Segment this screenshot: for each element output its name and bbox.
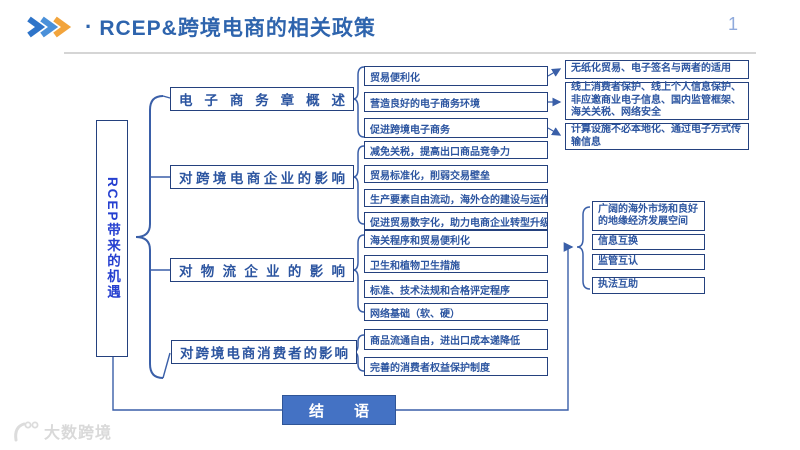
page-title: RCEP&跨境电商的相关政策 [99,17,376,40]
watermark: 大数跨境 [12,419,112,443]
child-node: 生产要素自由流动，海外仓的建设与运作 [364,189,548,207]
root-to-conclusion-line [112,357,282,411]
watermark-text: 大数跨境 [44,425,113,442]
child-node: 贸易标准化，削弱交易壁垒 [364,165,548,183]
child-node: 促进贸易数字化，助力电商企业转型升级 [364,212,548,230]
branch-node-ecommerce-chapter: 电子商务章概述 [170,87,354,111]
root-brace [135,95,164,379]
arrow-to-note-3 [547,127,562,136]
branch-label: 对跨境电商消费者的影响 [180,346,348,361]
child-node: 商品流通自由，进出口成本递降低 [364,329,548,350]
child-node: 网络基础（软、硬） [364,303,548,321]
note-box: 线上消费者保护、线上个人信息保护、非应邀商业电子信息、国内监管框架、海关关税、网… [565,82,749,120]
triple-chevron-icon [27,16,72,38]
branch-3-brace [352,234,365,313]
branch-label: 对跨境电商企业的影响 [179,171,345,186]
note-box: 广阔的海外市场和良好的地缘经济发展空间 [592,201,705,231]
dashu-logo-icon [14,421,39,442]
note-box: 无纸化贸易、电子签名与两者的适用 [565,60,749,79]
note-box: 监管互认 [592,254,705,270]
branch-1-brace [352,66,365,138]
conclusion-to-notes-line [396,242,574,411]
right-notes-brace [576,206,591,290]
root-branch-stubs [150,95,171,379]
header: · RCEP&跨境电商的相关政策 [26,12,376,42]
branch-2-brace [352,145,365,225]
branch-node-consumer-impact: 对跨境电商消费者的影响 [171,340,357,364]
conclusion-node: 结语 [282,395,396,425]
note-box: 执法互助 [592,277,705,294]
note-box: 计算设施不必本地化、通过电子方式传输信息 [565,123,749,150]
branch-node-enterprise-impact: 对跨境电商企业的影响 [170,165,354,189]
child-node: 海关程序和贸易便利化 [364,230,548,248]
conclusion-label: 结语 [309,402,369,420]
child-node: 标准、技术法规和合格评定程序 [364,280,548,298]
child-node: 完善的消费者权益保护制度 [364,357,548,376]
page-number: 1 [728,14,739,34]
note-box: 信息互换 [592,234,705,250]
child-node: 卫生和植物卫生措施 [364,255,548,273]
branch-label: 电子商务章概述 [179,93,345,108]
branch-node-logistics-impact: 对物流企业的影响 [170,258,354,282]
child-node: 贸易便利化 [364,66,548,86]
arrow-to-note-1 [547,68,562,77]
child-node: 促进跨境电子商务 [364,118,548,138]
child-node: 营造良好的电子商务环境 [364,92,548,112]
title-bullet: · [85,14,93,39]
root-node: RCEP带来的机遇 [96,120,128,357]
branch-label: 对物流企业的影响 [179,264,345,279]
child-node: 减免关税，提高出口商品竞争力 [364,141,548,159]
